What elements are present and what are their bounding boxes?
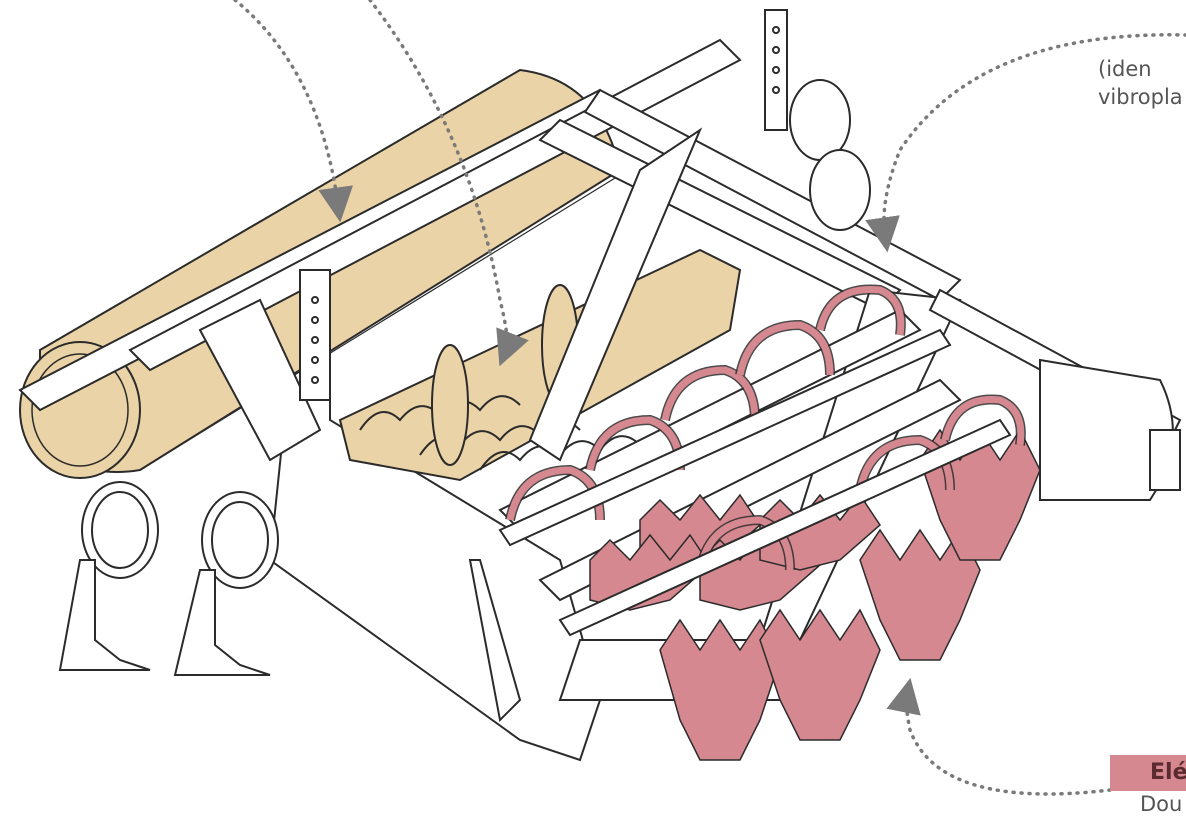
tine-shanks: [58, 559, 522, 723]
star-rotors: [589, 428, 1041, 761]
dotted-arrow-icon: [865, 33, 1186, 253]
callout-bottom-right-subtitle: Dou: [1140, 792, 1183, 816]
callout-top-right-line1: (iden: [1098, 57, 1152, 81]
dotted-arrow-icon: [233, 0, 354, 223]
rotor-shafts: [498, 328, 1012, 637]
callout-top-right: (iden vibropla: [1098, 55, 1186, 111]
hitch-post: [299, 9, 788, 401]
dotted-arrow-icon: [886, 677, 1112, 796]
dotted-arrow-icon: [368, 0, 529, 367]
side-drum-right: [1039, 358, 1181, 501]
callout-bottom-right-title: Elé: [1110, 755, 1186, 791]
gauge-wheels: [81, 79, 871, 589]
leader-arrows: [233, 0, 1186, 796]
callout-top-right-line2: vibropla: [1098, 85, 1183, 109]
cage-roller: [338, 248, 742, 482]
